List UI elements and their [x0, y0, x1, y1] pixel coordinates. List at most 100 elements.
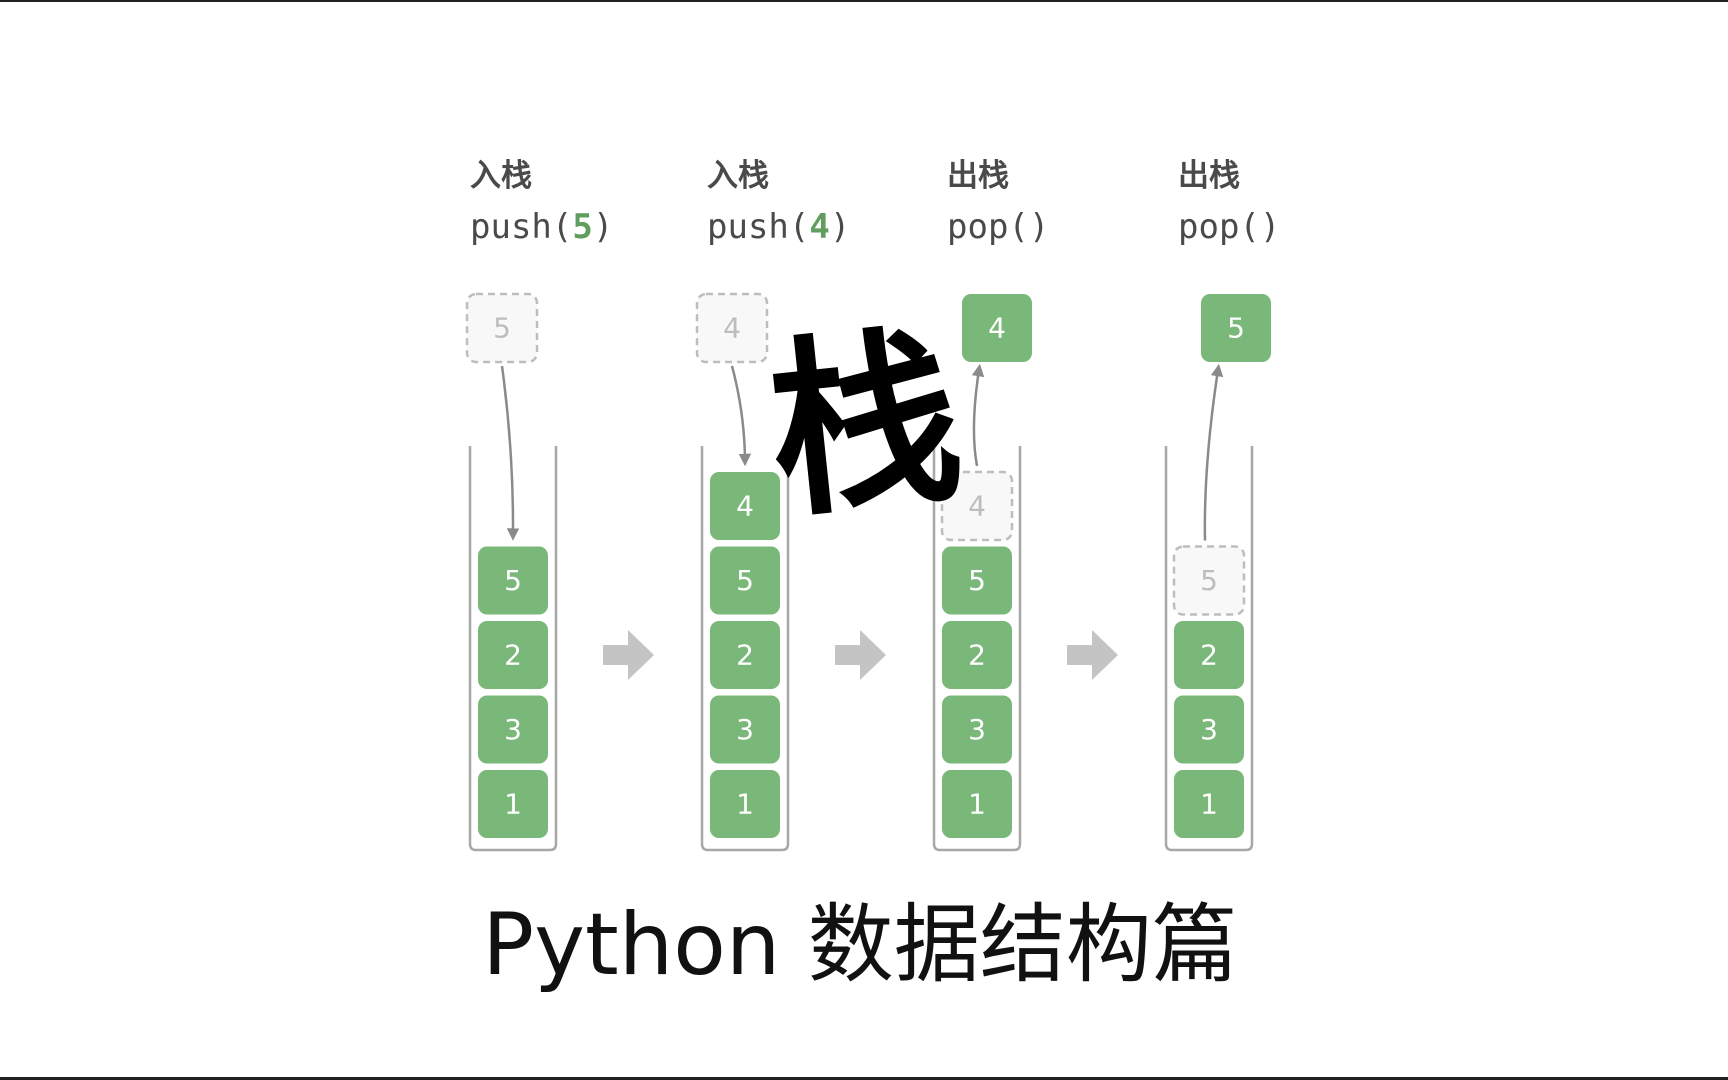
step-2-top-cell-value: 4	[723, 312, 741, 345]
step-3-stack-cell-2-box	[942, 546, 1012, 615]
step-1-stack-cell-1-box	[478, 546, 548, 615]
step-4-stack-cell-3: 3	[1174, 695, 1244, 764]
step-4-code: pop()	[1178, 207, 1280, 247]
step-4-top-cell: 5	[1201, 294, 1271, 362]
step-1-stack-cell-4: 1	[478, 770, 548, 838]
step-3-code: pop()	[947, 207, 1049, 247]
step-2-stack-cell-2-box	[710, 546, 780, 615]
step-4-stack-cell-2-box	[1174, 621, 1244, 689]
step-1-arg: 5	[572, 207, 592, 247]
step-3-stack-cell-2: 5	[942, 546, 1012, 615]
step-4-stack-cell-1-box	[1172, 545, 1246, 616]
step-1-stack-cell-3-value: 3	[504, 713, 522, 746]
step-1-stack-cell-1-value: 5	[504, 564, 522, 597]
step-3-stack-cell-1-value: 4	[968, 490, 986, 523]
step-arrows-layer	[603, 630, 1118, 680]
step-2-stack-cell-1-value: 4	[736, 490, 754, 523]
step-1-stack-cell-1: 5	[478, 546, 548, 615]
step-1-stack-cell-4-value: 1	[504, 788, 522, 821]
step-3-stack-cell-5-box	[942, 770, 1012, 838]
step-2-stack-cell-5-value: 1	[736, 788, 754, 821]
step-2-stack-cell-4-box	[710, 695, 780, 764]
step-1-move-arrow	[500, 365, 520, 541]
step-2-stack-cell-5-box	[710, 770, 780, 838]
step-4-stack-cell-4-value: 1	[1200, 788, 1218, 821]
step-3-top-cell-value: 4	[988, 312, 1006, 345]
step-2-stack-cell-1-box	[710, 472, 780, 540]
step-4-container	[1164, 446, 1254, 852]
step-3-stack-cell-5: 1	[942, 770, 1012, 838]
step-1-container	[468, 446, 558, 852]
step-1-stack-cell-3-box	[478, 695, 548, 764]
step-3-stack-cell-3: 2	[942, 621, 1012, 689]
step-2-top-cell: 4	[695, 292, 769, 364]
step-3-container	[932, 446, 1022, 852]
step-4-top-cell-value: 5	[1227, 312, 1245, 345]
step-2-stack-cell-2: 5	[710, 546, 780, 615]
step-2-stack-cell-3-value: 2	[736, 639, 754, 672]
transition-arrow-2	[835, 630, 886, 680]
step-4: 出栈 pop() 5 2 3 1 5	[1164, 158, 1280, 852]
transition-arrow-1	[603, 630, 654, 680]
steps-layer: 入栈push(5)52315入栈push(4)452314出栈pop()4523…	[465, 158, 1280, 852]
step-3-stack-cell-3-value: 2	[968, 639, 986, 672]
step-4-func: pop(	[1178, 207, 1260, 247]
step-3-top-cell-box	[962, 294, 1032, 362]
step-3-stack-cell-2-value: 5	[968, 564, 986, 597]
step-3-top-cell: 4	[962, 294, 1032, 362]
step-3-stack-cell-4: 3	[942, 695, 1012, 764]
step-4-stack-cell-4-box	[1174, 770, 1244, 838]
step-3: 出栈 pop() 4 5 2 3 1 4	[932, 158, 1049, 852]
step-1-func: push(	[470, 207, 572, 247]
step-1-stack-cell-2-box	[478, 621, 548, 689]
step-1-top-cell: 5	[465, 292, 539, 364]
step-4-stack-cell-3-value: 3	[1200, 713, 1218, 746]
step-2-top-cell-box	[695, 292, 769, 364]
step-3-func: pop(	[947, 207, 1029, 247]
step-3-stack-cell-1-box	[940, 470, 1014, 542]
step-4-stack-cell-1: 5	[1172, 545, 1246, 616]
footer-title: Python 数据结构篇	[482, 895, 1237, 995]
step-1-top-cell-value: 5	[493, 312, 511, 345]
step-4-label: 出栈	[1178, 158, 1240, 194]
step-2-stack-cell-2-value: 5	[736, 564, 754, 597]
step-2-arg: 4	[809, 207, 829, 247]
step-2-stack-cell-1: 4	[710, 472, 780, 540]
step-2-stack-cell-4: 3	[710, 695, 780, 764]
step-4-move-arrow	[1203, 363, 1224, 541]
step-4-stack-cell-1-value: 5	[1200, 564, 1218, 597]
step-2-stack-cell-4-value: 3	[736, 713, 754, 746]
step-3-stack-cell-1: 4	[940, 470, 1014, 542]
step-1-top-cell-box	[465, 292, 539, 364]
step-2-move-arrow	[730, 365, 752, 467]
step-2-stack-cell-3-box	[710, 621, 780, 689]
step-3-label: 出栈	[947, 158, 1009, 194]
step-4-stack-cell-2: 2	[1174, 621, 1244, 689]
step-1-code: push(5)	[470, 207, 613, 247]
step-3-stack-cell-4-box	[942, 695, 1012, 764]
step-2-container	[700, 446, 790, 852]
bottom-border	[0, 1077, 1728, 1080]
overlay-handwritten-char: 栈	[759, 305, 971, 545]
step-1-stack-cell-2-value: 2	[504, 639, 522, 672]
step-4-stack-cell-4: 1	[1174, 770, 1244, 838]
transition-arrow-3	[1067, 630, 1118, 680]
step-2-code: push(4)	[707, 207, 850, 247]
step-3-stack-cell-3-box	[942, 621, 1012, 689]
step-2-stack-cell-3: 2	[710, 621, 780, 689]
top-border	[0, 0, 1728, 2]
step-4-stack-cell-2-value: 2	[1200, 639, 1218, 672]
step-2-stack-cell-5: 1	[710, 770, 780, 838]
step-2-label: 入栈	[707, 158, 769, 194]
step-1-stack-cell-2: 2	[478, 621, 548, 689]
step-3-stack-cell-5-value: 1	[968, 788, 986, 821]
step-3-stack-cell-4-value: 3	[968, 713, 986, 746]
step-4-stack-cell-3-box	[1174, 695, 1244, 764]
step-4-top-cell-box	[1201, 294, 1271, 362]
step-1-stack-cell-3: 3	[478, 695, 548, 764]
step-1-label: 入栈	[470, 158, 532, 194]
step-3-move-arrow	[971, 363, 985, 467]
